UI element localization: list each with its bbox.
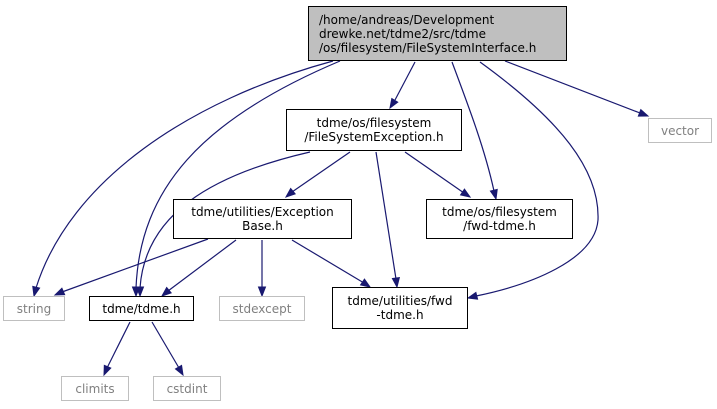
node-exceptionbase[interactable]: tdme/utilities/Exception Base.h — [173, 199, 352, 239]
node-string-label: string — [16, 301, 52, 316]
node-stdexcept: stdexcept — [219, 296, 305, 321]
arrowhead-root-to-vector — [637, 108, 650, 117]
node-filesystem-fwd-tdme[interactable]: tdme/os/filesystem /fwd-tdme.h — [426, 199, 573, 239]
arrowhead-exceptionbase-to-tdme_h — [160, 286, 173, 297]
node-root-line-3: /os/filesystem/FileSystemInterface.h — [319, 40, 537, 55]
arrowhead-exceptionbase-to-stdexcept — [257, 286, 267, 298]
node-exceptionbase-line-2: Base.h — [242, 219, 283, 233]
node-stdexcept-label: stdexcept — [232, 301, 292, 316]
arrowhead-root-to-util_fwd — [466, 291, 479, 300]
edge-fsexception-to-util_fwd — [375, 151, 397, 280]
arrowhead-exceptionbase-to-util_fwd — [359, 278, 372, 288]
edge-tdme_h-to-climits — [106, 321, 131, 369]
edge-exceptionbase-to-util_fwd — [291, 239, 365, 284]
edge-root-to-fsexception — [394, 61, 416, 101]
node-vector-label: vector — [660, 123, 700, 138]
arrowhead-fsexception-to-fs_fwd — [459, 188, 472, 198]
node-filesystemexception-line-1: tdme/os/filesystem — [316, 116, 432, 130]
node-filesystem-fwd-line-1: tdme/os/filesystem — [442, 205, 557, 219]
node-root-filesysteminterface[interactable]: /home/andreas/Development drewke.net/tdm… — [308, 6, 567, 61]
node-filesystemexception[interactable]: tdme/os/filesystem /FileSystemException.… — [286, 109, 462, 151]
node-tdme-h[interactable]: tdme/tdme.h — [89, 296, 194, 321]
arrowhead-root-to-fsexception — [389, 97, 399, 110]
node-filesystem-fwd-line-2: /fwd-tdme.h — [463, 219, 536, 233]
node-root-line-2: drewke.net/tdme2/src/tdme — [319, 26, 486, 41]
arrowhead-tdme_h-to-climits — [103, 364, 112, 377]
edge-root-to-util_fwd — [475, 61, 599, 297]
node-filesystemexception-line-2: /FileSystemException.h — [304, 130, 444, 144]
arrowhead-fsexception-to-util_fwd — [391, 277, 401, 289]
node-root-line-1: /home/andreas/Development — [319, 12, 495, 27]
edge-tdme_h-to-cstdint — [151, 321, 180, 369]
edge-root-to-vector — [504, 60, 641, 114]
node-cstdint-label: cstdint — [166, 381, 208, 396]
edge-root-to-tdme_h — [135, 60, 341, 289]
arrowhead-root-to-string — [32, 285, 41, 298]
edge-exceptionbase-to-string — [61, 238, 209, 293]
node-utilities-fwd-line-1: tdme/utilities/fwd — [347, 294, 453, 308]
arrowhead-fsexception-to-exceptionbase — [284, 187, 297, 198]
node-tdme-h-label: tdme/tdme.h — [102, 301, 181, 316]
node-exceptionbase-line-1: tdme/utilities/Exception — [191, 205, 334, 219]
edge-root-to-string — [35, 60, 334, 289]
arrowhead-fsexception-to-tdme_h — [135, 286, 145, 298]
node-vector: vector — [648, 118, 712, 143]
node-utilities-fwd-line-2: -tdme.h — [376, 308, 424, 322]
node-string: string — [3, 296, 65, 321]
edge-root-to-fs_fwd — [451, 61, 495, 192]
edge-exceptionbase-to-tdme_h — [167, 239, 237, 292]
edge-fsexception-to-fs_fwd — [404, 151, 465, 194]
node-climits: climits — [61, 376, 129, 401]
node-cstdint: cstdint — [153, 376, 221, 401]
node-climits-label: climits — [75, 381, 115, 396]
arrowhead-tdme_h-to-cstdint — [174, 364, 184, 377]
node-utilities-fwd-tdme[interactable]: tdme/utilities/fwd -tdme.h — [332, 287, 468, 329]
edge-fsexception-to-exceptionbase — [291, 151, 351, 193]
arrowhead-root-to-fs_fwd — [489, 188, 498, 201]
arrowhead-exceptionbase-to-string — [53, 287, 66, 296]
